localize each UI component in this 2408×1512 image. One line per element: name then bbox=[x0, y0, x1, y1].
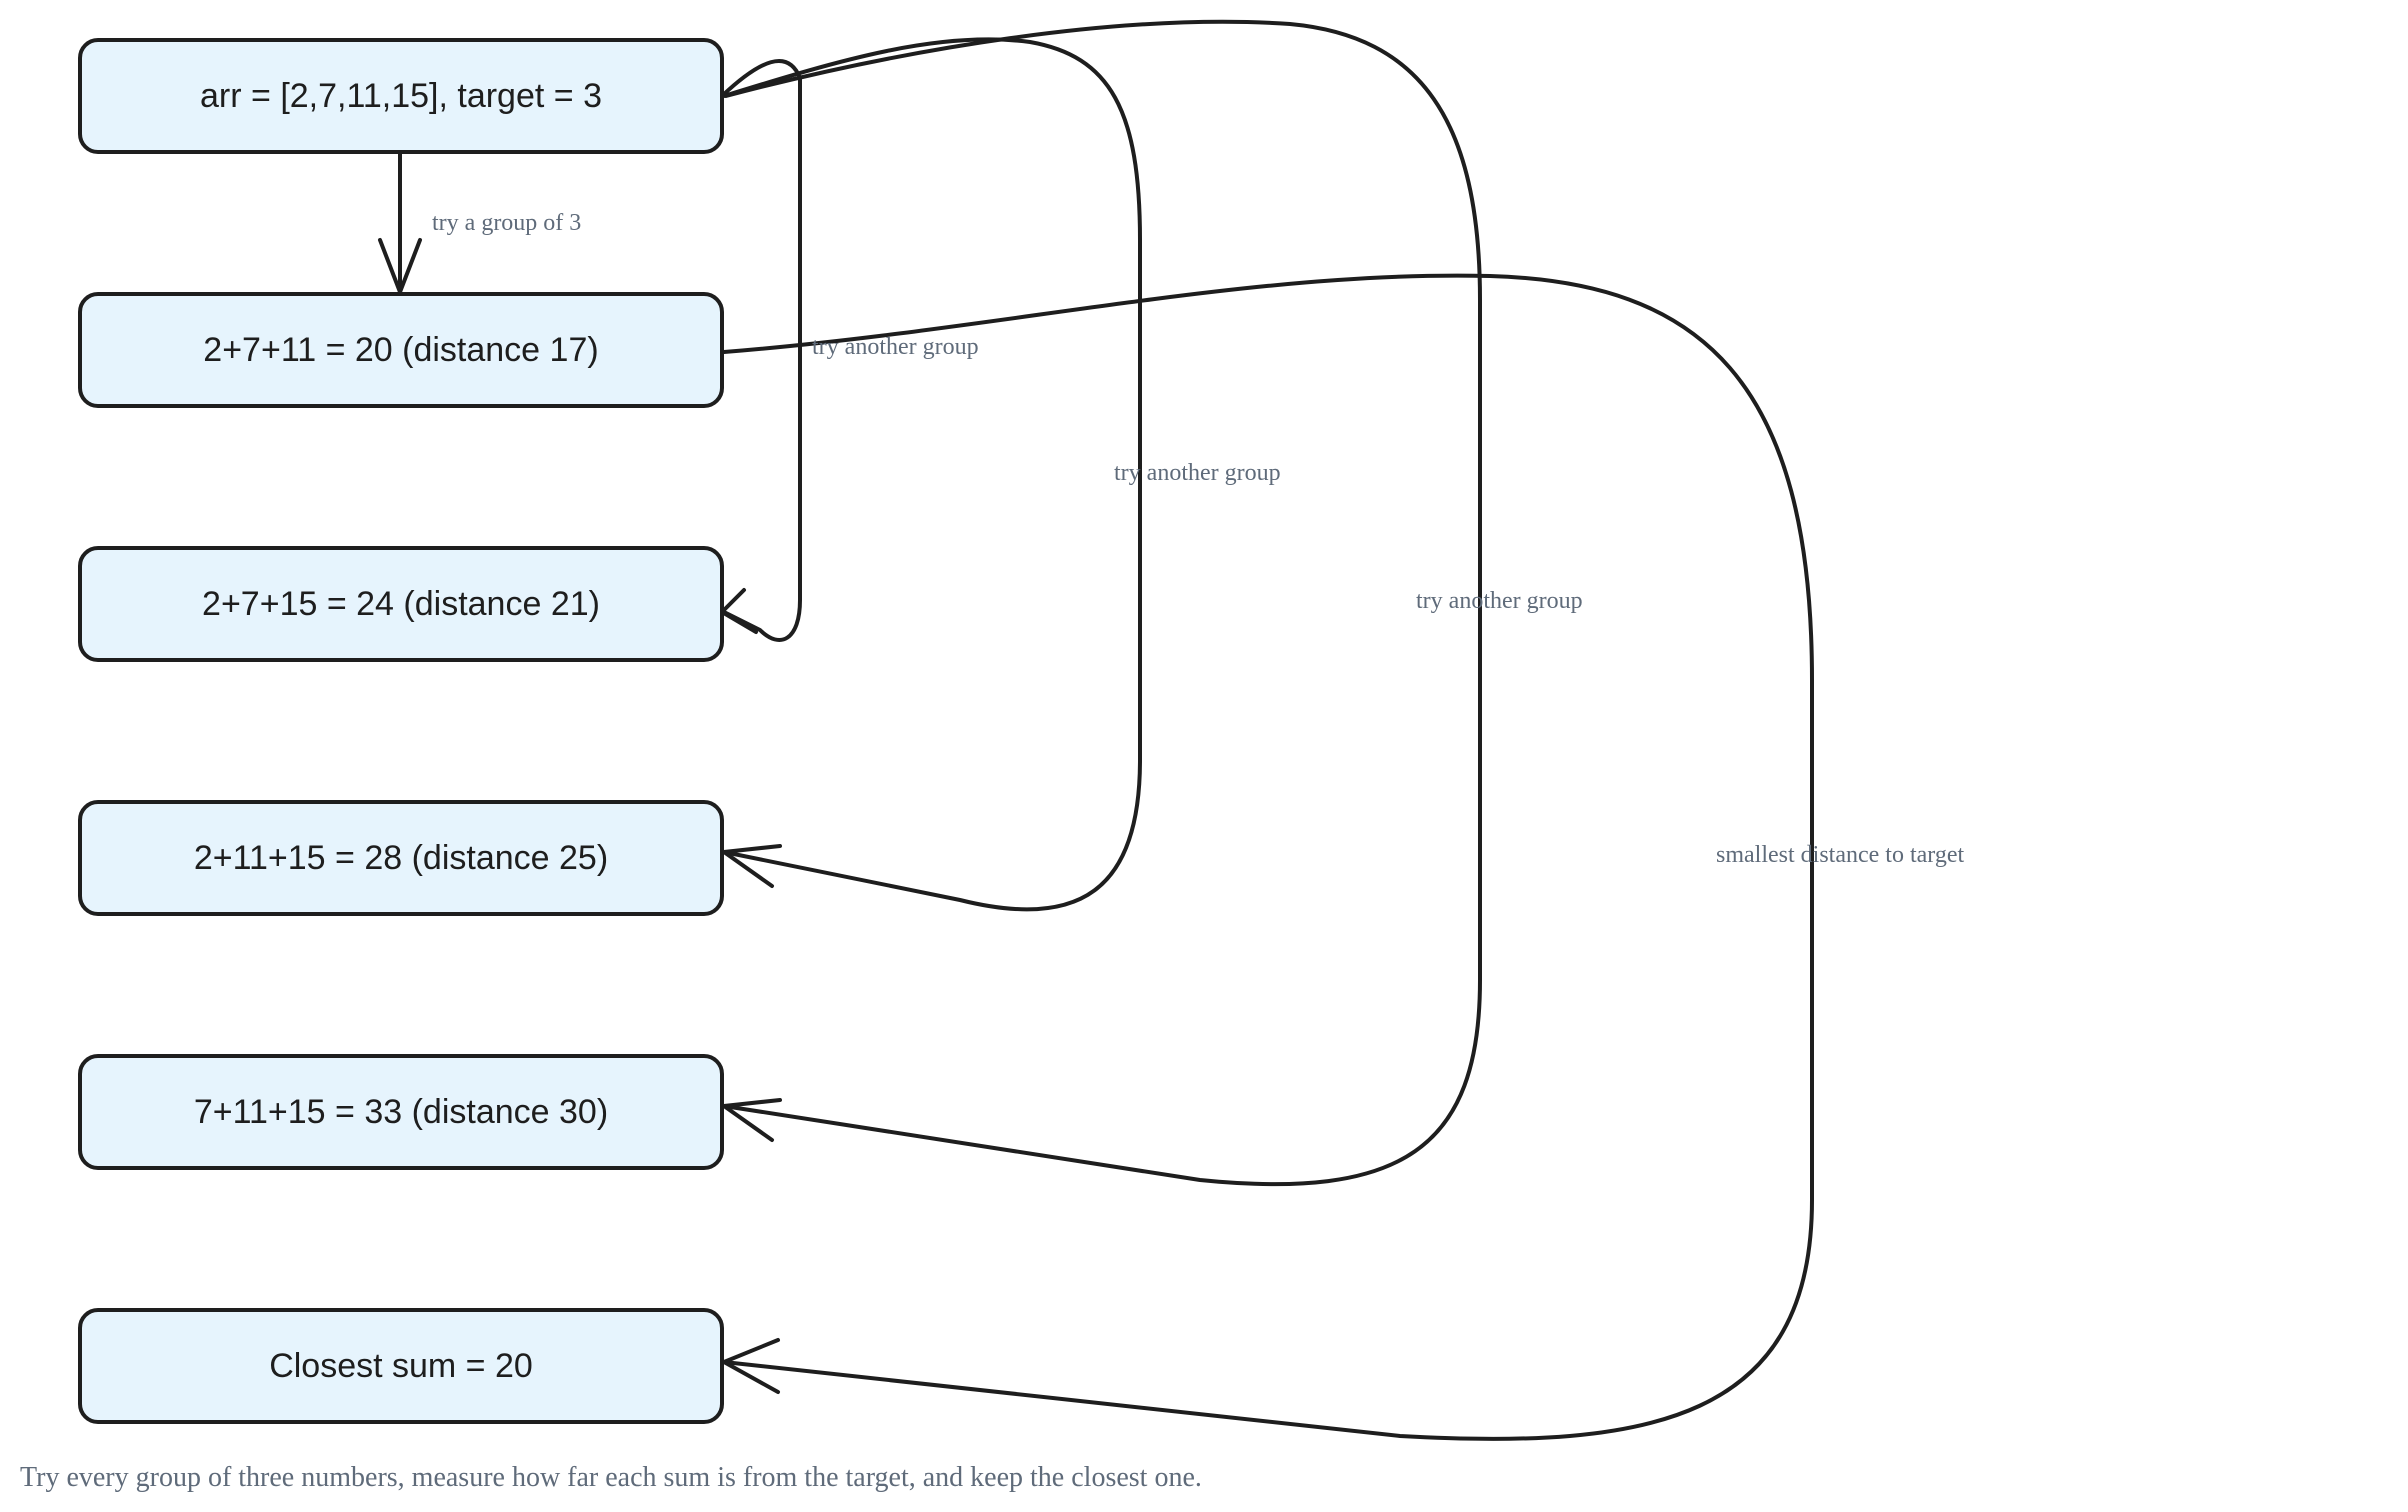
edge-input-to-group4 bbox=[722, 19, 1482, 1187]
edge-label-try-another-group: try another group bbox=[812, 334, 979, 360]
edge-line bbox=[722, 273, 1814, 1441]
edge-line bbox=[722, 19, 1482, 1187]
node-label: arr = [2,7,11,15], target = 3 bbox=[200, 77, 602, 115]
node-group2: 2+7+15 = 24 (distance 21) bbox=[78, 546, 724, 662]
node-box bbox=[78, 1308, 724, 1424]
node-group4: 7+11+15 = 33 (distance 30) bbox=[78, 1054, 724, 1170]
edge-line bbox=[720, 59, 802, 642]
node-label: 2+7+11 = 20 (distance 17) bbox=[203, 331, 598, 369]
edge-group1-to-result bbox=[722, 273, 1814, 1441]
arrow-head bbox=[722, 844, 782, 888]
edge-label-try-another-group: try another group bbox=[1416, 588, 1583, 614]
edge-line bbox=[722, 37, 1142, 912]
node-box bbox=[78, 800, 724, 916]
edge-label-try-another-group: try another group bbox=[1114, 460, 1281, 486]
node-box bbox=[78, 546, 724, 662]
edge-input-to-group1 bbox=[378, 148, 422, 294]
edge-label-try-group-of-3: try a group of 3 bbox=[432, 210, 581, 236]
arrow-head bbox=[722, 1098, 782, 1142]
node-group3: 2+11+15 = 28 (distance 25) bbox=[78, 800, 724, 916]
node-label: 7+11+15 = 33 (distance 30) bbox=[194, 1093, 608, 1131]
edge-input-to-group3 bbox=[722, 37, 1142, 912]
node-box bbox=[78, 292, 724, 408]
node-label: Closest sum = 20 bbox=[269, 1347, 533, 1385]
node-label: 2+7+15 = 24 (distance 21) bbox=[202, 585, 600, 623]
node-box bbox=[78, 1054, 724, 1170]
diagram-caption: Try every group of three numbers, measur… bbox=[20, 1462, 1202, 1493]
node-result: Closest sum = 20 bbox=[78, 1308, 724, 1424]
node-group1: 2+7+11 = 20 (distance 17) bbox=[78, 292, 724, 408]
node-label: 2+11+15 = 28 (distance 25) bbox=[194, 839, 608, 877]
node-box bbox=[78, 38, 724, 154]
edge-label-smallest-distance: smallest distance to target bbox=[1716, 842, 1964, 868]
node-input: arr = [2,7,11,15], target = 3 bbox=[78, 38, 724, 154]
